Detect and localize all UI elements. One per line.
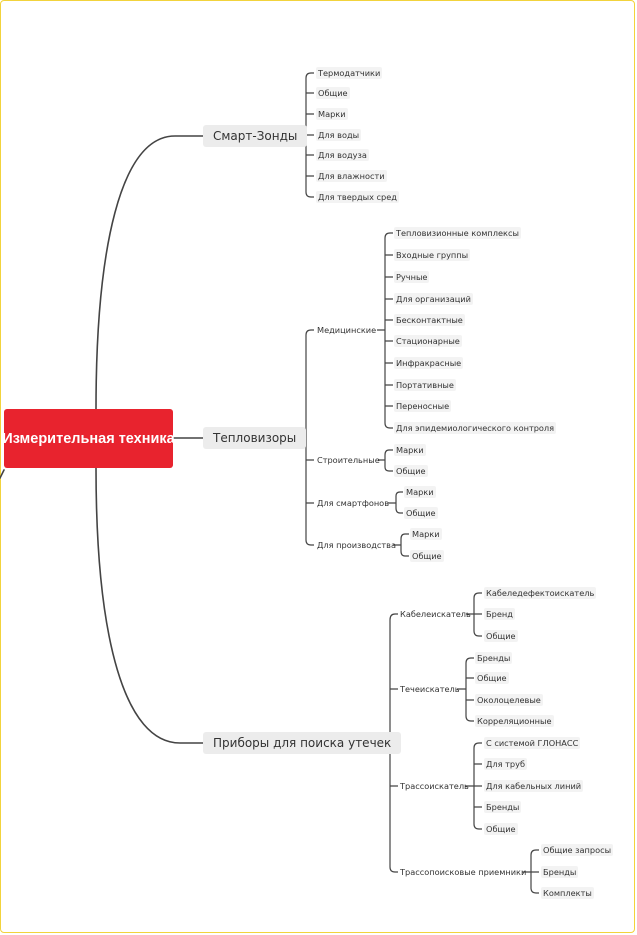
- root-node[interactable]: Измерительная техника: [2, 409, 175, 468]
- leaf-node[interactable]: Инфракрасные: [394, 357, 464, 369]
- leaf-node[interactable]: Стационарные: [394, 335, 462, 347]
- leaf-node[interactable]: Переносные: [394, 400, 452, 412]
- group-production[interactable]: Для производства: [317, 540, 397, 550]
- bracket-production: [393, 533, 409, 557]
- leaf-node[interactable]: Общие: [484, 823, 518, 835]
- leaf-node[interactable]: Бренды: [475, 652, 513, 664]
- bracket-leakdetector: [457, 657, 474, 722]
- leaf-node[interactable]: Общие: [316, 87, 350, 99]
- leaf-node[interactable]: Ручные: [394, 271, 430, 283]
- leaf-node[interactable]: Бренды: [541, 866, 579, 878]
- leaf-node[interactable]: Бренд: [484, 608, 515, 620]
- bracket-medical: [377, 232, 393, 429]
- leaf-node[interactable]: Комплекты: [541, 887, 594, 899]
- leaf-node[interactable]: Для кабельных линий: [484, 780, 584, 792]
- leaf-node[interactable]: Для воды: [316, 129, 362, 141]
- branch-leak-detection[interactable]: Приборы для поиска утечек: [203, 732, 402, 754]
- leaf-node[interactable]: Марки: [394, 444, 426, 456]
- branch-thermal-imagers[interactable]: Тепловизоры: [203, 427, 307, 449]
- leaf-node[interactable]: Входные группы: [394, 249, 471, 261]
- group-medical[interactable]: Медицинские: [317, 325, 377, 335]
- group-receivers[interactable]: Трассопоисковые приемники: [400, 867, 527, 877]
- bracket-receivers: [522, 849, 539, 894]
- leaf-node[interactable]: Общие: [394, 465, 428, 477]
- leaf-node[interactable]: Для эпидемиологического контроля: [394, 422, 557, 434]
- bracket-tracer: [465, 742, 482, 830]
- leaf-node[interactable]: Для организаций: [394, 293, 473, 305]
- connector-root-leak: [95, 467, 204, 744]
- bracket-cable: [466, 592, 482, 637]
- leaf-node[interactable]: Общие: [484, 630, 518, 642]
- leaf-node[interactable]: Марки: [404, 486, 436, 498]
- leaf-node[interactable]: Околоцелевые: [475, 694, 543, 706]
- connector-root-smart: [95, 135, 204, 410]
- group-construction[interactable]: Строительные: [317, 455, 380, 465]
- connector-root-left: [0, 469, 5, 479]
- leaf-node[interactable]: Тепловизионные комплексы: [394, 227, 521, 239]
- leaf-node[interactable]: Марки: [316, 108, 348, 120]
- leaf-node[interactable]: Для твердых сред: [316, 191, 399, 203]
- group-tracer[interactable]: Трассоискатель: [400, 781, 469, 791]
- bracket-smartphones: [388, 491, 403, 514]
- leaf-node[interactable]: Общие: [410, 550, 444, 562]
- leaf-node[interactable]: Бесконтактные: [394, 314, 465, 326]
- leaf-node[interactable]: Портативные: [394, 379, 456, 391]
- leaf-node[interactable]: Для водуза: [316, 149, 369, 161]
- leaf-node[interactable]: Для труб: [484, 758, 528, 770]
- leaf-node[interactable]: Общие запросы: [541, 844, 614, 856]
- leaf-node[interactable]: Бренды: [484, 801, 522, 813]
- leaf-node[interactable]: Общие: [404, 507, 438, 519]
- leaf-node[interactable]: Для влажности: [316, 170, 387, 182]
- group-cable-finder[interactable]: Кабелеискатель: [400, 609, 471, 619]
- bracket-construction: [378, 449, 393, 472]
- leaf-node[interactable]: С системой ГЛОНАСС: [484, 737, 581, 749]
- leaf-node[interactable]: Кабеледефектоискатель: [484, 587, 597, 599]
- leaf-node[interactable]: Корреляционные: [475, 715, 554, 727]
- branch-smart-zondy[interactable]: Смарт-Зонды: [203, 125, 308, 147]
- leaf-node[interactable]: Термодатчики: [316, 67, 383, 79]
- group-leak-finder[interactable]: Течеискатель: [400, 684, 460, 694]
- leaf-node[interactable]: Марки: [410, 528, 442, 540]
- leaf-node[interactable]: Общие: [475, 672, 509, 684]
- group-smartphones[interactable]: Для смартфонов: [317, 498, 390, 508]
